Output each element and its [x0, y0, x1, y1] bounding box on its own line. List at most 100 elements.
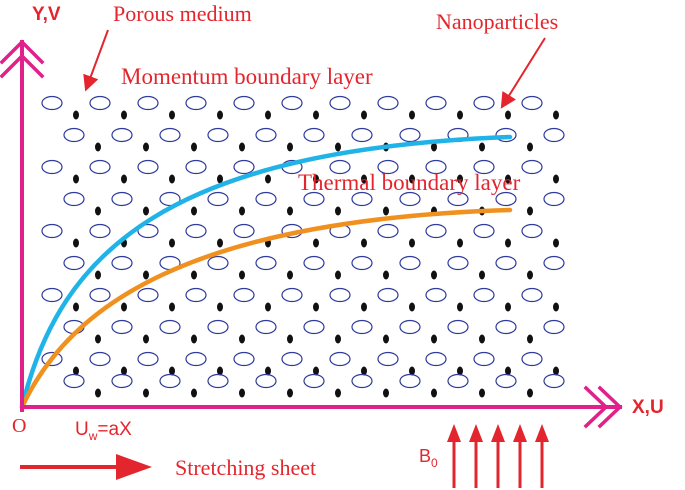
nanoparticle-dot	[505, 302, 511, 312]
pore-ellipse	[495, 191, 517, 207]
pore-ellipse	[207, 255, 229, 271]
nanoparticle-dot	[553, 174, 559, 184]
pore-ellipse	[351, 255, 373, 271]
nanoparticle-dot	[527, 206, 533, 216]
nanoparticle-dot	[313, 174, 319, 184]
pore-ellipse	[111, 319, 133, 335]
nanoparticle-dot	[73, 174, 79, 184]
pore-ellipse	[255, 373, 277, 389]
nanoparticle-dot	[287, 334, 293, 344]
pore-ellipse	[207, 373, 229, 389]
nanoparticle-dot	[383, 388, 389, 398]
nanoparticle-dot	[553, 302, 559, 312]
pore-ellipse	[303, 255, 325, 271]
porous-medium-pattern	[41, 95, 565, 398]
pore-ellipse	[255, 255, 277, 271]
pore-ellipse	[425, 287, 447, 303]
pore-ellipse	[281, 95, 303, 111]
pore-ellipse	[377, 95, 399, 111]
nanoparticle-dot	[265, 110, 271, 120]
pore-ellipse	[399, 255, 421, 271]
pore-ellipse	[303, 373, 325, 389]
pore-ellipse	[255, 127, 277, 143]
pore-ellipse	[473, 159, 495, 175]
nanoparticle-dot	[479, 334, 485, 344]
pore-ellipse	[351, 127, 373, 143]
pore-ellipse	[185, 159, 207, 175]
pore-ellipse	[63, 191, 85, 207]
nanoparticle-dot	[217, 366, 223, 376]
nanoparticle-dot	[191, 206, 197, 216]
nanoparticle-dot	[361, 110, 367, 120]
nanoparticle-dot	[431, 334, 437, 344]
nanoparticle-dot	[143, 142, 149, 152]
nanoparticle-dot	[287, 388, 293, 398]
pore-ellipse	[137, 159, 159, 175]
pore-ellipse	[185, 95, 207, 111]
pore-ellipse	[447, 191, 469, 207]
nanoparticle-dot	[169, 110, 175, 120]
porous-medium-pointer-arrow	[83, 29, 109, 92]
pore-ellipse	[329, 95, 351, 111]
pore-ellipse	[41, 223, 63, 239]
nanoparticle-dot	[239, 270, 245, 280]
pore-ellipse	[377, 351, 399, 367]
pore-ellipse	[447, 319, 469, 335]
nanoparticle-dot	[265, 302, 271, 312]
pore-ellipse	[473, 95, 495, 111]
nanoparticle-dot	[73, 110, 79, 120]
nanoparticle-dot	[73, 238, 79, 248]
pore-ellipse	[111, 255, 133, 271]
pore-ellipse	[521, 223, 543, 239]
pore-ellipse	[137, 287, 159, 303]
nanoparticle-dot	[191, 270, 197, 280]
nanoparticle-dot	[505, 238, 511, 248]
pore-ellipse	[111, 191, 133, 207]
porous-medium-label: Porous medium	[113, 1, 252, 26]
nanoparticle-dot	[457, 302, 463, 312]
magnetic-field-arrow-head	[491, 424, 505, 442]
pore-ellipse	[41, 159, 63, 175]
magnetic-field-arrow-head	[469, 424, 483, 442]
nanoparticle-dot	[73, 366, 79, 376]
pore-ellipse	[521, 351, 543, 367]
nanoparticle-dot	[553, 366, 559, 376]
pore-ellipse	[351, 373, 373, 389]
pore-ellipse	[521, 287, 543, 303]
nanoparticle-dot	[217, 302, 223, 312]
pore-ellipse	[89, 351, 111, 367]
pore-ellipse	[495, 255, 517, 271]
nanoparticle-dot	[335, 334, 341, 344]
nanoparticle-dot	[95, 142, 101, 152]
nanoparticle-dot	[265, 174, 271, 184]
nanoparticle-dot	[457, 110, 463, 120]
pore-ellipse	[447, 255, 469, 271]
nanoparticle-dot	[95, 270, 101, 280]
nanoparticle-dot	[217, 238, 223, 248]
momentum-boundary-layer-label: Momentum boundary layer	[121, 64, 373, 89]
nanoparticle-dot	[121, 366, 127, 376]
pore-ellipse	[521, 159, 543, 175]
stretching-sheet-label: Stretching sheet	[175, 455, 316, 480]
nanoparticle-dot	[143, 334, 149, 344]
momentum-boundary-layer-curve	[19, 134, 513, 410]
nanoparticle-dot	[361, 366, 367, 376]
pore-ellipse	[495, 319, 517, 335]
pore-ellipse	[159, 373, 181, 389]
nanoparticle-dot	[169, 302, 175, 312]
y-axis-label: Y,V	[32, 4, 61, 25]
pore-ellipse	[89, 223, 111, 239]
nanoparticle-dot	[121, 174, 127, 184]
pore-ellipse	[207, 191, 229, 207]
nanoparticle-dot	[95, 206, 101, 216]
pore-ellipse	[89, 159, 111, 175]
magnetic-field-label: B0	[419, 446, 438, 470]
nanoparticle-dot	[383, 334, 389, 344]
nanoparticle-dot	[553, 238, 559, 248]
stretching-sheet-arrow	[20, 454, 152, 480]
nanoparticle-dot	[361, 238, 367, 248]
pore-ellipse	[399, 191, 421, 207]
nanoparticle-dot	[313, 110, 319, 120]
nanoparticle-dot	[73, 302, 79, 312]
